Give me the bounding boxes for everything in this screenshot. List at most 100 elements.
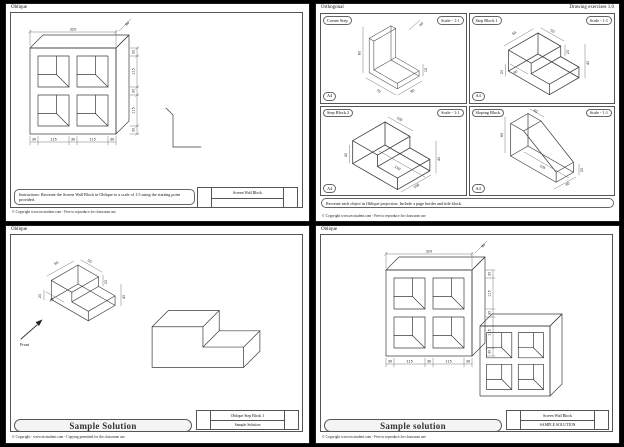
page-border-frame — [10, 12, 303, 208]
copyright-footer: © Copyright www.tecstudent.com - Free to… — [322, 214, 426, 218]
panel-sloping-block: Sloping Block Scale - 1:1 A4 — [468, 105, 615, 196]
page-oblique-exercise[interactable]: Oblique — [6, 4, 309, 221]
dim: 20 — [500, 70, 504, 74]
dim: 30 — [32, 138, 36, 142]
sloping-block-isometric-drawing: 65 40 105 20 40 — [500, 108, 584, 189]
dim: 70 — [376, 88, 382, 94]
step-block-1-isometric-drawing: 65 50 20 40 20 40 — [500, 27, 590, 96]
dimension-lines: 320 90 30 115 30 115 30 30 115 30 115 30 — [384, 240, 496, 368]
title-block-left-cell — [507, 411, 520, 429]
dim: 30 — [466, 360, 470, 364]
page-step-block-sample-solution[interactable]: Oblique 65 50 20 40 — [6, 226, 309, 443]
dim-depth: 90 — [124, 21, 130, 27]
scale-label: Scale - 1:1 — [437, 108, 464, 118]
front-label: Front — [20, 342, 30, 347]
dim: 20 — [580, 167, 584, 171]
dim: 30 — [110, 138, 114, 142]
sample-solution-banner: Sample Solution — [14, 419, 192, 432]
title-block-subtitle — [212, 197, 283, 208]
sample-solution-label: Sample solution — [380, 420, 446, 431]
panel-label: Corner Step — [323, 16, 352, 25]
dim: 30 — [131, 89, 135, 93]
dim: 40 — [512, 69, 518, 75]
dim: 40 — [437, 156, 441, 160]
dim-width: 320 — [426, 250, 432, 254]
dimension-lines: 320 90 30 115 30 115 30 30 115 30 115 30 — [28, 18, 140, 146]
sample-solution-label: Sample Solution — [69, 420, 137, 431]
panel-label: Sloping Block — [471, 108, 505, 118]
dim: 30 — [388, 360, 392, 364]
title-block: Screen Wall Block — [197, 187, 298, 208]
sheet-size-label: A4 — [323, 91, 337, 101]
dim: 65 — [511, 30, 517, 36]
dim: 65 — [500, 132, 504, 136]
dim: 115 — [50, 138, 56, 142]
dim: 115 — [89, 138, 95, 142]
dim: 115 — [131, 68, 135, 74]
title-block-subtitle: SAMPLE SOLUTION — [521, 420, 594, 429]
panel-step-block-2: Step Block 2 Scale - 1:1 A4 — [320, 105, 467, 196]
title-block-title: Oblique Step Block 1 — [230, 413, 265, 418]
dim: 30 — [487, 311, 491, 315]
dim: 40 — [49, 297, 55, 303]
dim: 50 — [87, 258, 93, 264]
page-screen-wall-sample-solution[interactable]: Oblique — [316, 226, 619, 443]
dim: 100 — [413, 182, 421, 189]
dim: 30 — [131, 50, 135, 54]
dim: 50 — [549, 28, 555, 34]
sheet-size-label: A4 — [323, 184, 337, 193]
title-block-right-cell — [285, 411, 298, 429]
panel-corner-step: Corner Step Scale - 1:1 A4 — [320, 13, 467, 104]
dim: 90 — [410, 88, 416, 94]
page-title: Oblique — [11, 227, 28, 232]
panel-step-block-1: Step Block 1 Scale - 1:1 A4 — [468, 13, 615, 104]
dim: 65 — [54, 260, 60, 266]
title-block-left-cell — [197, 411, 210, 429]
title-block-subtitle: Sample Solution — [211, 420, 284, 429]
panel-label: Step Block 2 — [323, 108, 354, 118]
dim: 115 — [487, 290, 491, 296]
dim: 80 — [358, 51, 362, 55]
dim: 20 — [38, 294, 42, 298]
sheet-size-label: A4 — [471, 184, 485, 193]
dim: 40 — [564, 181, 570, 187]
oblique-block-lines — [385, 256, 486, 357]
step-block-isometric-drawing: 65 50 20 40 20 40 — [38, 258, 126, 322]
copyright-footer: © Copyright - www.tecstudent.com - Copyi… — [12, 435, 125, 439]
title-block: Screen Wall Block SAMPLE SOLUTION — [506, 410, 609, 430]
dim: 115 — [445, 360, 451, 364]
dim: 30 — [487, 350, 491, 354]
dim: 15 — [424, 68, 428, 72]
exercise-panels: Corner Step Scale - 1:1 A4 — [320, 13, 615, 196]
screen-wall-oblique-solution-drawing — [479, 313, 563, 397]
dim: 30 — [131, 128, 135, 132]
scale-label: Scale - 1:1 — [437, 16, 464, 25]
dim: 30 — [427, 360, 431, 364]
dim-depth: 90 — [480, 243, 486, 249]
panel-label: Step Block 1 — [471, 16, 502, 25]
dim: 40 — [532, 108, 538, 114]
step-block-2-isometric-drawing: 40 105 40 150 100 — [344, 115, 441, 192]
title-block-right-cell — [284, 188, 297, 207]
instructions-text: Recreate each object in Oblique projecti… — [326, 200, 463, 206]
dim: 40 — [344, 152, 348, 156]
dim: 20 — [104, 280, 108, 284]
dim: 40 — [586, 61, 590, 65]
title-block-title: Screen Wall Block — [232, 190, 262, 195]
dim: 150 — [394, 164, 402, 171]
instructions-text: Instructions: Recreate the Screen Wall B… — [19, 191, 180, 203]
title-block-title: Screen Wall Block — [542, 413, 572, 418]
scale-label: Scale - 1:1 — [585, 108, 612, 118]
dim: 105 — [538, 163, 546, 170]
dim: 30 — [487, 272, 491, 276]
dim: 40 — [122, 295, 126, 299]
starting-point-axes — [165, 107, 202, 148]
page-title: Oblique — [321, 227, 338, 232]
dim: 115 — [406, 360, 412, 364]
page-orthogonal-exercises[interactable]: Orthogonal Drawing exercises 1.0 Corner … — [316, 4, 619, 221]
copyright-footer: © Copyright www.tecstudent.com - Free to… — [322, 435, 426, 439]
instructions-box: Recreate each object in Oblique projecti… — [321, 198, 614, 208]
screen-wall-block-dimensioned-drawing: 320 90 30 115 30 115 30 30 115 30 115 30 — [28, 18, 140, 146]
step-block-oblique-solution-drawing — [151, 310, 261, 368]
